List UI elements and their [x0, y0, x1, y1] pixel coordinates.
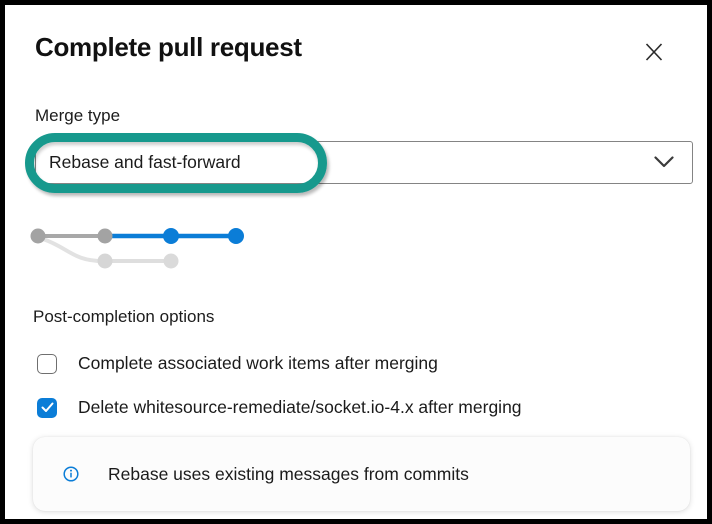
info-banner: Rebase uses existing messages from commi… [33, 437, 690, 511]
merge-type-dropdown[interactable]: Rebase and fast-forward [35, 141, 693, 184]
option-row-delete-branch[interactable]: Delete whitesource-remediate/socket.io-4… [37, 397, 522, 418]
option-row-complete-work-items[interactable]: Complete associated work items after mer… [37, 353, 438, 374]
option-label[interactable]: Complete associated work items after mer… [78, 353, 438, 373]
chevron-down-icon [654, 156, 674, 168]
post-completion-heading: Post-completion options [33, 307, 215, 326]
merge-type-selected-value: Rebase and fast-forward [49, 152, 241, 172]
checkbox-delete-branch[interactable] [37, 397, 57, 418]
close-icon [645, 43, 663, 61]
merge-type-label: Merge type [35, 106, 121, 125]
close-button[interactable] [641, 39, 667, 65]
checkmark-icon [41, 402, 53, 412]
checkbox-complete-work-items[interactable] [37, 353, 57, 374]
info-banner-text: Rebase uses existing messages from commi… [108, 463, 469, 484]
dialog-title: Complete pull request [35, 32, 302, 62]
option-label[interactable]: Delete whitesource-remediate/socket.io-4… [78, 397, 522, 417]
info-icon [63, 466, 79, 482]
merge-strategy-graph [30, 228, 244, 269]
